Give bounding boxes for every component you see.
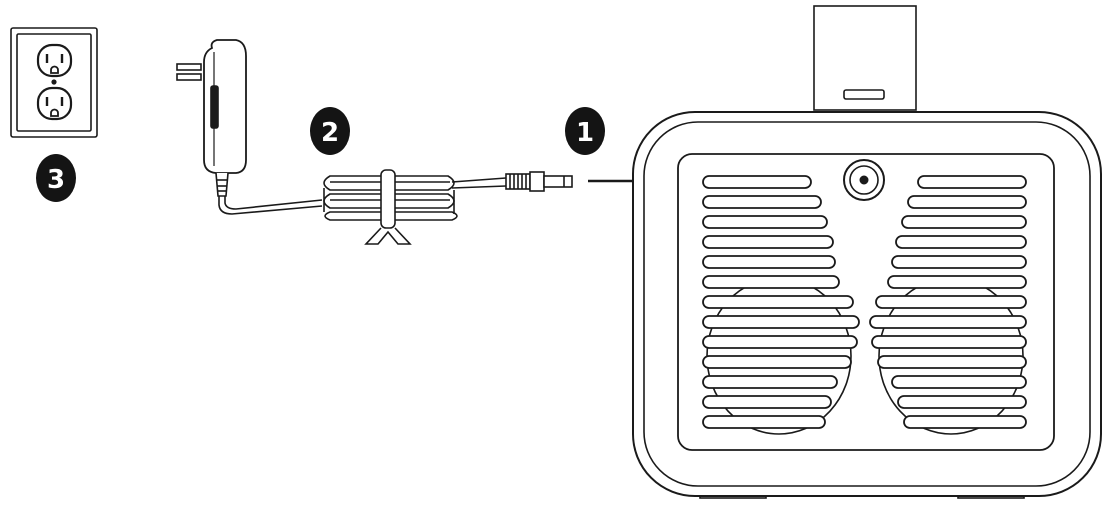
grille-slot: [895, 235, 1027, 249]
grille-slot: [891, 255, 1027, 269]
step-number-3: 3: [47, 165, 65, 195]
grille-slot: [702, 355, 852, 369]
grille-slot: [917, 175, 1027, 189]
grille-slot: [702, 175, 812, 189]
grille-slot: [702, 315, 860, 329]
grille-slot: [702, 415, 826, 429]
left-grille: [702, 175, 860, 429]
grille-slot: [897, 395, 1027, 409]
grille-slot: [903, 415, 1027, 429]
grille-slot: [891, 375, 1027, 389]
grille-slot: [702, 375, 838, 389]
grille-slot: [702, 275, 840, 289]
grille-slot: [887, 275, 1027, 289]
coiled-cord-icon: [218, 169, 507, 245]
grille-slot: [702, 255, 836, 269]
grille-slot: [702, 335, 858, 349]
right-grille: [869, 175, 1027, 429]
grille-slot: [702, 235, 834, 249]
grille-slot: [702, 195, 822, 209]
dc-plug-icon: [505, 171, 573, 192]
step-number-1: 1: [576, 118, 594, 148]
grille-slot: [877, 355, 1027, 369]
step-badge-2: 2: [310, 107, 350, 155]
grille-slot: [869, 315, 1027, 329]
step-badge-3: 3: [36, 154, 76, 202]
step-number-2: 2: [321, 118, 339, 148]
dc-input-jack-icon: [843, 159, 885, 201]
grille-slot: [907, 195, 1027, 209]
grille-slot: [702, 215, 828, 229]
power-adapter-icon: [176, 39, 247, 197]
wall-outlet-icon: [10, 27, 98, 138]
grille-slot: [901, 215, 1027, 229]
grille-slot: [702, 295, 854, 309]
grille-slot: [702, 395, 832, 409]
speaker-back-icon: [632, 5, 1102, 499]
grille-slot: [871, 335, 1027, 349]
grille-slot: [875, 295, 1027, 309]
step-badge-1: 1: [565, 107, 605, 155]
